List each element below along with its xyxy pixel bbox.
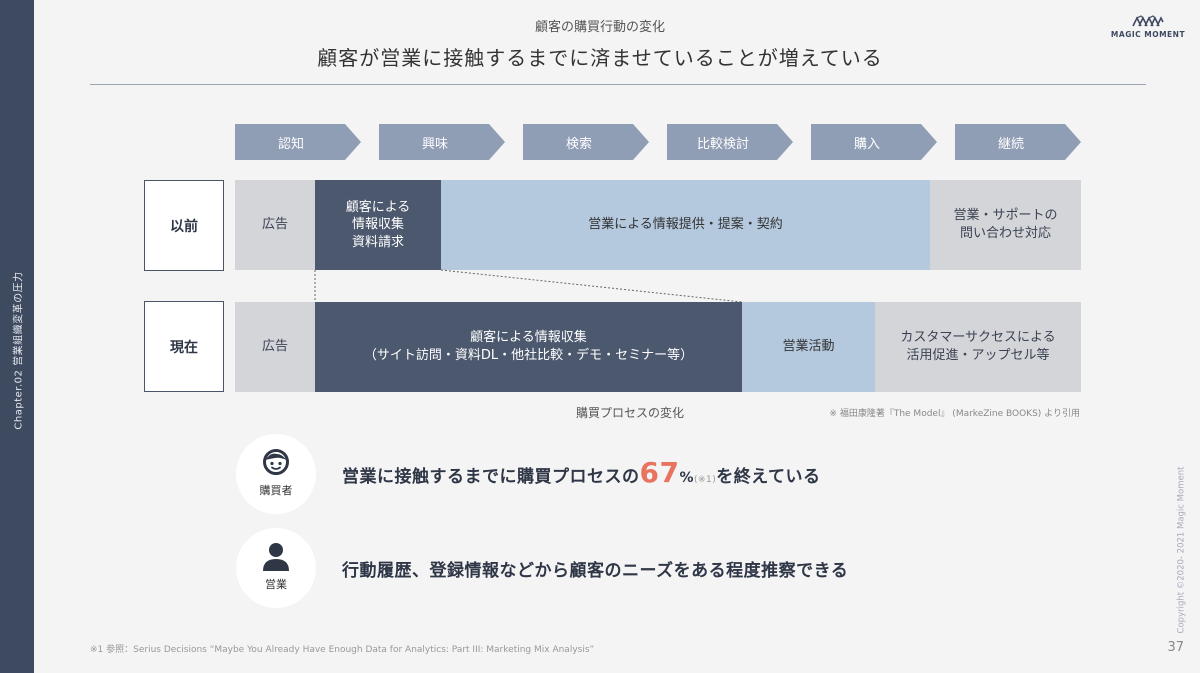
stage-label: 認知 [277,136,304,152]
buyer-text-before: 営業に接触するまでに購買プロセスの [342,467,640,487]
slide-subtitle: 顧客の購買行動の変化 [534,20,665,35]
stage-search: 検索 [523,124,649,160]
row-label-now: 現在 [144,301,224,392]
logo-icon [1132,15,1164,27]
person-icon [263,543,289,571]
slide-title: 顧客が営業に接触するまでに済ませていることが増えている [317,46,883,70]
stage-awareness: 認知 [235,124,361,160]
buyer-circle: 購買者 [236,434,316,514]
now-segment-ad: 広告 [235,302,315,392]
footnote: ※1 参照：Serius Decisions “Maybe You Alread… [90,645,595,655]
logo: MAGIC MOMENT [1108,14,1188,39]
before-segment-sales-proposal: 営業による情報提供・提案・契約 [441,180,930,270]
copyright: Copyright ©2020- 2021 Magic Moment [1168,460,1194,640]
sales-statement: 行動履歴、登録情報などから顧客のニーズをある程度推察できる [342,561,849,581]
diagram-citation: ※ 福田康隆著『The Model』 (MarkeZine BOOKS) より引… [829,409,1080,419]
buyer-label: 購買者 [259,484,293,497]
sales-label: 営業 [265,578,287,591]
stage-label: 興味 [421,136,448,152]
stage-continuation: 継続 [955,124,1081,160]
sales-circle: 営業 [236,528,316,608]
stage-interest: 興味 [379,124,505,160]
stage-label: 検索 [565,136,592,152]
stage-label: 比較検討 [696,136,749,152]
title-divider [90,84,1146,85]
stage-comparison: 比較検討 [667,124,793,160]
stage-purchase: 購入 [811,124,937,160]
stage-label: 購入 [853,136,880,152]
diagram-caption: 購買プロセスの変化 [575,406,684,420]
buyer-percentage-value: 67 [639,456,680,489]
person-face-icon [263,449,289,475]
row-label-before: 以前 [144,180,224,271]
now-segment-sales-activity: 営業活動 [742,302,875,392]
buyer-statement: 営業に接触するまでに購買プロセスの67%(※1)を終えている [342,456,820,489]
before-segment-ad: 広告 [235,180,315,270]
now-segment-customer-research: 顧客による情報収集 （サイト訪問・資料DL・他社比較・デモ・セミナー等） [315,302,742,392]
buyer-footnote-ref: (※1) [694,475,717,485]
sidebar: Chapter.02 営業組織変革の圧力 [0,0,34,673]
buyer-text-after: を終えている [716,467,821,487]
logo-text: MAGIC MOMENT [1110,30,1186,39]
page-number: 37 [1167,640,1184,655]
now-segment-customer-success: カスタマーサクセスによる 活用促進・アップセル等 [875,302,1081,392]
before-segment-customer-research: 顧客による 情報収集 資料請求 [315,180,441,270]
stage-label: 継続 [997,136,1024,152]
copyright-text: Copyright ©2020- 2021 Magic Moment [1176,466,1187,634]
buyer-percentage-unit: % [679,470,694,486]
before-segment-support: 営業・サポートの 問い合わせ対応 [930,180,1081,270]
